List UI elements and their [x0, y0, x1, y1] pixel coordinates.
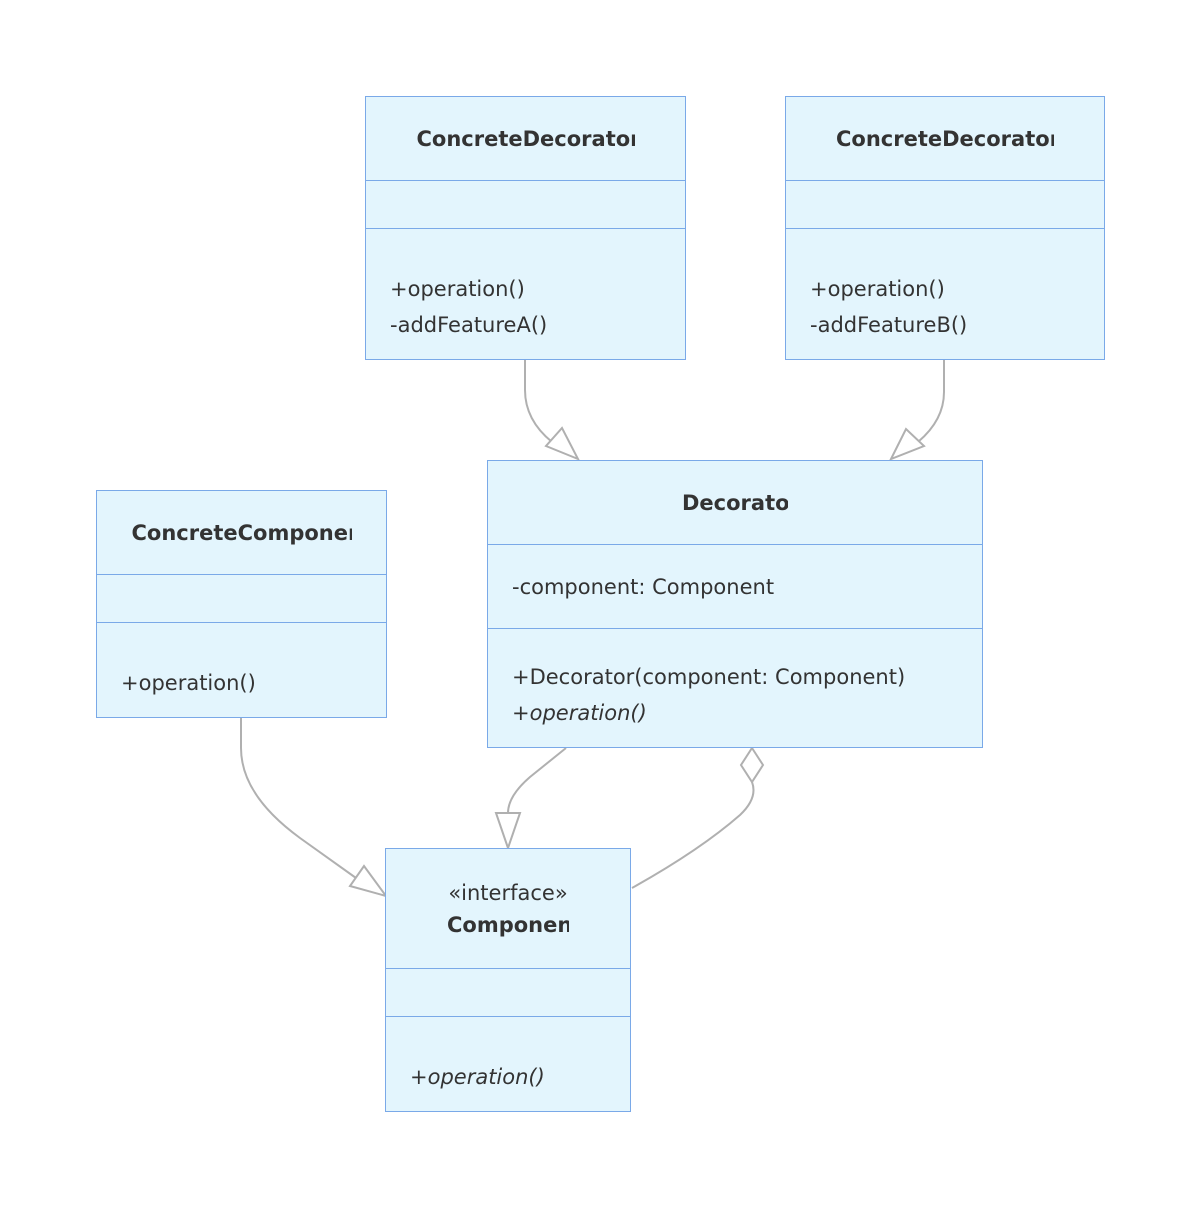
class-header: ConcreteComponent [97, 491, 386, 575]
edge-decorator-b-to-decorator [917, 360, 945, 443]
attributes-section: -component: Component [488, 545, 982, 629]
attributes-section [97, 575, 386, 623]
class-header: ConcreteDecoratorA [366, 97, 685, 181]
attributes-section [366, 181, 685, 229]
class-concrete-decorator-b[interactable]: ConcreteDecoratorB +operation() -addFeat… [785, 96, 1105, 360]
class-concrete-component[interactable]: ConcreteComponent +operation() [96, 490, 387, 718]
attributes-section [386, 969, 630, 1017]
attributes-section [786, 181, 1104, 229]
inheritance-arrowhead-decorator-right [888, 427, 926, 461]
class-name: Component [447, 912, 569, 937]
attribute: -component: Component [512, 574, 775, 599]
methods-section: +Decorator(component: Component) +operat… [488, 659, 982, 731]
class-header: Decorator [488, 461, 982, 545]
inheritance-arrowhead-decorator-left [544, 426, 581, 461]
inheritance-arrowhead-component-from-concrete [348, 864, 389, 898]
methods-section: +operation() -addFeatureB() [786, 271, 1104, 343]
edge-decorator-a-to-decorator [524, 360, 553, 443]
methods-section: +operation() [386, 1059, 630, 1095]
class-header: ConcreteDecoratorB [786, 97, 1104, 181]
class-name: Decorator [682, 490, 788, 515]
class-name: ConcreteDecoratorB [836, 126, 1054, 151]
aggregation-diamond [739, 746, 765, 784]
method-abstract: +operation() [512, 701, 647, 725]
class-component-interface[interactable]: «interface» Component +operation() [385, 848, 631, 1112]
method: +operation() [390, 277, 525, 301]
class-concrete-decorator-a[interactable]: ConcreteDecoratorA +operation() -addFeat… [365, 96, 686, 360]
method: +operation() [121, 671, 256, 695]
class-header: «interface» Component [386, 849, 630, 969]
class-name: ConcreteDecoratorA [416, 126, 635, 151]
edge-concrete-component-to-component [240, 718, 357, 879]
method-abstract: +operation() [410, 1065, 545, 1089]
inheritance-arrowhead-component-from-decorator [494, 812, 522, 852]
method: +Decorator(component: Component) [512, 665, 906, 689]
class-decorator[interactable]: Decorator -component: Component +Decorat… [487, 460, 983, 748]
method: -addFeatureB() [810, 313, 968, 337]
edge-decorator-to-component-inheritance [507, 747, 567, 814]
class-name: ConcreteComponent [131, 520, 352, 545]
methods-section: +operation() [97, 665, 386, 701]
stereotype-label: «interface» [448, 880, 568, 905]
method: -addFeatureA() [390, 313, 548, 337]
method: +operation() [810, 277, 945, 301]
edge-decorator-to-component-aggregation [631, 781, 755, 889]
methods-section: +operation() -addFeatureA() [366, 271, 685, 343]
